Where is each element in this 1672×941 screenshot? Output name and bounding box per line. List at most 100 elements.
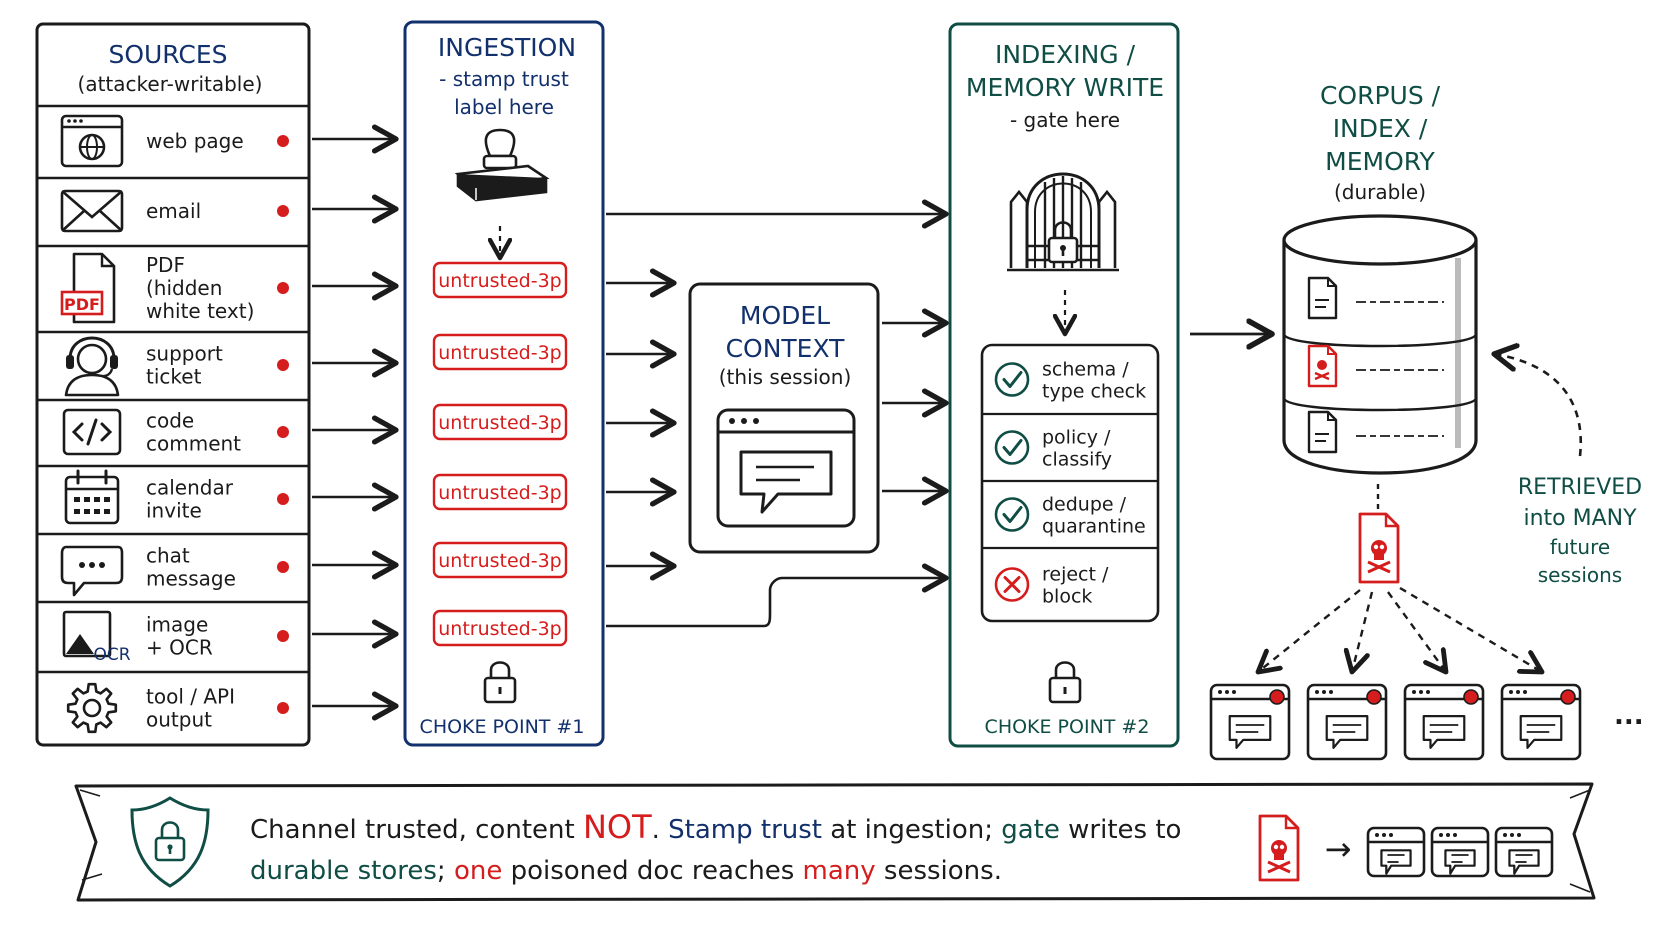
model-context-title-line2: CONTEXT: [726, 334, 846, 363]
banner-segment: many: [803, 856, 876, 886]
source-label: support: [146, 342, 223, 366]
calendar-icon: [64, 469, 120, 525]
image-ocr-icon: OCR: [62, 610, 131, 665]
poisoned-document-icon: [1258, 814, 1300, 882]
source-label: tool / API: [146, 685, 235, 709]
attacker-marker-dot: [277, 702, 289, 714]
source-label: web page: [146, 129, 244, 153]
pdf-badge: PDF: [64, 295, 100, 314]
choke-point-2: CHOKE POINT #2: [985, 716, 1150, 738]
banner-segment: poisoned doc reaches: [502, 856, 802, 886]
source-label: comment: [146, 432, 241, 456]
source-label: invite: [146, 499, 202, 523]
corpus-subtitle: (durable): [1334, 180, 1426, 204]
flow-arrows: [606, 214, 1272, 628]
check-label: dedupe /: [1042, 494, 1127, 516]
retrieved-line3: future: [1550, 535, 1610, 559]
banner-segment: ;: [437, 856, 454, 886]
check-row-schema: schema /type check: [994, 359, 1146, 403]
check-label: schema /: [1042, 359, 1129, 381]
untrusted-3p-label: untrusted-3p: [432, 609, 568, 647]
rubber-stamp-icon: [454, 128, 550, 202]
corpus-title-line3: MEMORY: [1325, 147, 1435, 176]
sources-subtitle: (attacker-writable): [78, 72, 263, 96]
model-context-subtitle: (this session): [719, 365, 852, 389]
sources-title: SOURCES: [108, 40, 227, 69]
banner-segment: durable stores: [250, 856, 437, 886]
document-icon: [1307, 276, 1338, 320]
banner-segment: .: [652, 815, 669, 845]
source-label: code: [146, 409, 194, 433]
untrusted-3p-label: untrusted-3p: [432, 261, 568, 299]
untrusted-3p-label: untrusted-3p: [432, 541, 568, 579]
source-label: PDF: [146, 253, 185, 277]
locked-gate-icon: [1007, 172, 1119, 272]
check-label: quarantine: [1042, 516, 1146, 538]
summary-banner: Channel trusted, content NOT. Stamp trus…: [74, 782, 1596, 902]
untrusted-3p-text: untrusted-3p: [438, 270, 562, 292]
check-circle-icon: [994, 497, 1030, 532]
banner-segment: Stamp trust: [668, 815, 822, 845]
banner-segment: at ingestion;: [822, 815, 1001, 845]
untrusted-3p-label: untrusted-3p: [432, 473, 568, 511]
session-window-icon: [1403, 683, 1485, 761]
source-label: message: [146, 567, 236, 591]
source-row-email: email: [37, 176, 309, 233]
retrieved-line2: into MANY: [1523, 506, 1637, 531]
source-label: output: [146, 708, 212, 732]
attacker-marker-dot: [277, 426, 289, 438]
retrieved-line4: sessions: [1538, 563, 1622, 587]
attacker-marker-dot: [277, 561, 289, 573]
session-window-icon: [1306, 683, 1388, 761]
banner-segment: sessions.: [876, 856, 1002, 886]
envelope-icon: [60, 189, 124, 233]
check-label: type check: [1042, 381, 1146, 403]
indexing-panel: INDEXING / MEMORY WRITE - gate here sche…: [948, 22, 1180, 748]
sources-panel: SOURCES (attacker-writable) web page emai…: [35, 22, 311, 747]
check-label: block: [1042, 586, 1092, 608]
session-window-icon: [1494, 826, 1554, 878]
check-row-reject: reject /block: [982, 546, 1158, 608]
choke-point-1: CHOKE POINT #1: [420, 716, 585, 738]
banner-line2: durable stores; one poisoned doc reaches…: [250, 856, 1002, 886]
code-brackets-icon: [62, 408, 122, 456]
browser-globe-icon: [60, 114, 124, 168]
pdf-file-icon: PDF: [60, 252, 116, 324]
gear-icon: [66, 682, 118, 734]
check-row-policy: policy /classify: [982, 412, 1158, 471]
corpus-store: CORPUS / INDEX / MEMORY (durable): [1282, 81, 1478, 475]
attacker-marker-dot: [277, 359, 289, 371]
banner-segment: gate: [1001, 815, 1060, 845]
untrusted-3p-text: untrusted-3p: [438, 550, 562, 572]
source-label: ticket: [146, 365, 202, 389]
x-circle-icon: [994, 567, 1030, 602]
indexing-title-line2: MEMORY WRITE: [966, 73, 1164, 102]
session-window-icon: [1366, 826, 1426, 878]
banner-line1: Channel trusted, content NOT. Stamp trus…: [250, 808, 1181, 846]
indexing-title-line1: INDEXING /: [995, 40, 1136, 69]
chat-bubble-icon: [60, 545, 124, 597]
session-window-icon: [1430, 826, 1490, 878]
indexing-note: - gate here: [1010, 108, 1120, 132]
source-label: calendar: [146, 476, 234, 500]
ingestion-note-line1: - stamp trust: [439, 67, 569, 91]
attacker-marker-dot: [277, 135, 289, 147]
retrieved-note: RETRIEVED into MANY future sessions: [1494, 354, 1642, 587]
untrusted-3p-label: untrusted-3p: [432, 333, 568, 371]
session-window-icon: [1209, 683, 1291, 761]
check-row-dedupe: dedupe /quarantine: [982, 479, 1158, 538]
source-arrows: [312, 139, 396, 706]
poison-fanout: ...: [1209, 484, 1644, 761]
check-circle-icon: [994, 362, 1030, 397]
corpus-title-line2: INDEX /: [1333, 114, 1428, 143]
untrusted-3p-label: untrusted-3p: [432, 403, 568, 441]
check-label: policy /: [1042, 427, 1111, 449]
ingestion-title: INGESTION: [438, 33, 576, 62]
untrusted-3p-text: untrusted-3p: [438, 342, 562, 364]
document-icon: [1307, 410, 1338, 454]
